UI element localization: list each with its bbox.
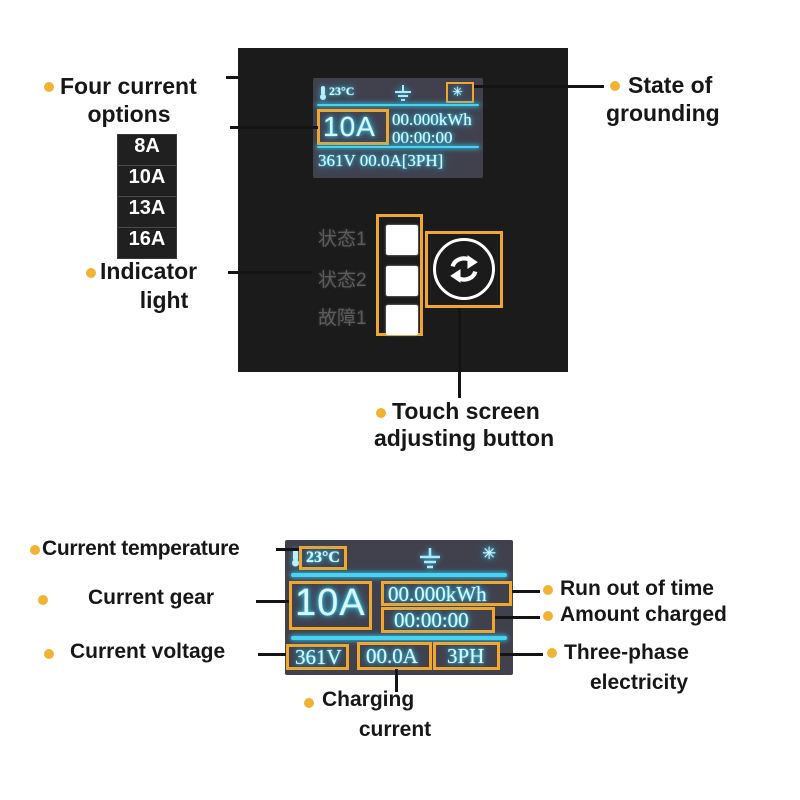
indicator-label-fault1: 故障1 bbox=[318, 308, 367, 329]
bullet-grounding bbox=[610, 81, 620, 91]
grounding-icon bbox=[417, 548, 443, 574]
time-highlight-box: 00:00:00 bbox=[381, 607, 495, 633]
bullet-three-phase bbox=[547, 648, 557, 658]
indicator-led-status2 bbox=[386, 266, 418, 296]
current-gear-highlight-box: 10A bbox=[289, 581, 372, 630]
amount-charged-label: Amount charged bbox=[560, 603, 727, 626]
bullet-indicator-light bbox=[86, 268, 96, 278]
charging-current-label-line2: current bbox=[358, 718, 432, 741]
annotation-line-amount-charged bbox=[495, 616, 540, 619]
current-option-16a: 16A bbox=[128, 228, 166, 250]
four-current-label-line2: options bbox=[87, 101, 171, 127]
annotation-line-three-phase bbox=[500, 653, 543, 656]
bullet-amount-charged bbox=[543, 611, 553, 621]
annotation-line-grounding bbox=[474, 85, 604, 88]
touch-button-label-line1: Touch screen bbox=[392, 398, 540, 424]
lcd-gear: 10A bbox=[323, 111, 376, 142]
cycle-arrows-icon bbox=[445, 250, 483, 293]
indicator-led-status1 bbox=[386, 225, 418, 255]
touch-button-label-line2: adjusting button bbox=[374, 425, 555, 451]
snowflake-icon: ✳ bbox=[452, 84, 463, 99]
current-highlight-box: 00.0A bbox=[357, 642, 432, 670]
grounding-label-line1: State of bbox=[628, 72, 713, 98]
charger-lcd-screen: 23°C ✳ 10A 00.000kWh 00:00:00 361V 00.0A… bbox=[313, 78, 483, 178]
charging-current-label-line1: Charging bbox=[322, 688, 415, 711]
run-out-of-time-label: Run out of time bbox=[560, 577, 714, 600]
lcd-divider bbox=[317, 104, 479, 106]
lcd-current: 00.0A bbox=[366, 644, 418, 668]
three-phase-label-line1: Three-phase bbox=[564, 641, 689, 664]
touch-adjust-button bbox=[433, 238, 495, 300]
current-gear-label: Current gear bbox=[88, 586, 215, 609]
indicator-light-label-line1: Indicator bbox=[100, 258, 198, 284]
three-phase-label-line2: electricity bbox=[589, 671, 689, 694]
grounding-icon bbox=[393, 85, 413, 106]
snowflake-icon: ✳ bbox=[482, 544, 497, 563]
lcd-screen-zoomed: 23°C ✳ 10A 00.000kWh 00:00:00 361V 00.0A… bbox=[285, 540, 513, 675]
lcd-time: 00:00:00 bbox=[392, 128, 453, 147]
indicator-lights-highlight-box bbox=[376, 214, 423, 336]
lcd-divider bbox=[317, 146, 479, 148]
indicator-led-fault1 bbox=[386, 305, 418, 335]
annotation-line-four-current bbox=[230, 126, 318, 129]
lcd-phase: 3PH bbox=[447, 644, 485, 668]
touch-adjust-button-highlight-box bbox=[425, 231, 503, 308]
thermometer-icon bbox=[290, 548, 300, 572]
annotation-line-indicator-light bbox=[228, 271, 312, 274]
lcd-status-line: 361V 00.0A[3PH] bbox=[318, 151, 444, 170]
lcd-energy: 00.000kWh bbox=[392, 110, 472, 129]
energy-highlight-box: 00.000kWh bbox=[381, 581, 512, 606]
lcd-time: 00:00:00 bbox=[394, 608, 469, 632]
four-current-label-line1: Four current bbox=[60, 73, 197, 99]
bullet-run-out-of-time bbox=[543, 585, 553, 595]
grounding-label-line2: grounding bbox=[606, 100, 720, 126]
current-options-list: 8A 10A 13A 16A bbox=[117, 134, 177, 259]
bullet-current-temperature bbox=[30, 545, 40, 555]
lcd-energy: 00.000kWh bbox=[388, 582, 487, 606]
thermometer-icon bbox=[319, 85, 327, 105]
current-gear-highlight-box: 10A bbox=[317, 109, 389, 145]
grounding-state-highlight-box: ✳ bbox=[446, 82, 474, 103]
indicator-label-status1: 状态1 bbox=[318, 229, 367, 250]
lcd-voltage: 361V bbox=[295, 645, 342, 669]
bullet-touch-button bbox=[376, 408, 386, 418]
annotation-line-touch-button bbox=[458, 308, 461, 398]
lcd-gear: 10A bbox=[295, 582, 366, 624]
lcd-temperature: 23°C bbox=[306, 549, 340, 566]
annotation-line-charging-current bbox=[395, 669, 398, 692]
bullet-four-current bbox=[44, 82, 54, 92]
current-option-13a: 13A bbox=[118, 197, 176, 228]
indicator-light-label-line2: light bbox=[139, 287, 189, 313]
phase-highlight-box: 3PH bbox=[433, 642, 500, 670]
lcd-temperature: 23°C bbox=[329, 84, 355, 98]
lcd-divider bbox=[291, 636, 507, 640]
bullet-charging-current bbox=[304, 698, 314, 708]
annotation-line-run-out-of-time bbox=[512, 590, 540, 593]
annotation-line-current-voltage bbox=[258, 653, 286, 656]
temperature-highlight-box: 23°C bbox=[299, 546, 347, 570]
current-temperature-label: Current temperature bbox=[42, 537, 240, 560]
indicator-label-status2: 状态2 bbox=[318, 270, 367, 291]
annotation-line-current-gear bbox=[256, 600, 289, 603]
current-voltage-label: Current voltage bbox=[70, 640, 226, 663]
annotation-line-current-temperature bbox=[276, 548, 299, 551]
voltage-highlight-box: 361V bbox=[286, 644, 349, 670]
current-option-8a: 8A bbox=[118, 135, 176, 166]
lcd-divider bbox=[291, 573, 507, 577]
bullet-current-voltage bbox=[44, 649, 54, 659]
current-option-10a: 10A bbox=[118, 166, 176, 197]
annotation-line-four-current-stub bbox=[226, 76, 238, 79]
bullet-current-gear bbox=[38, 595, 48, 605]
